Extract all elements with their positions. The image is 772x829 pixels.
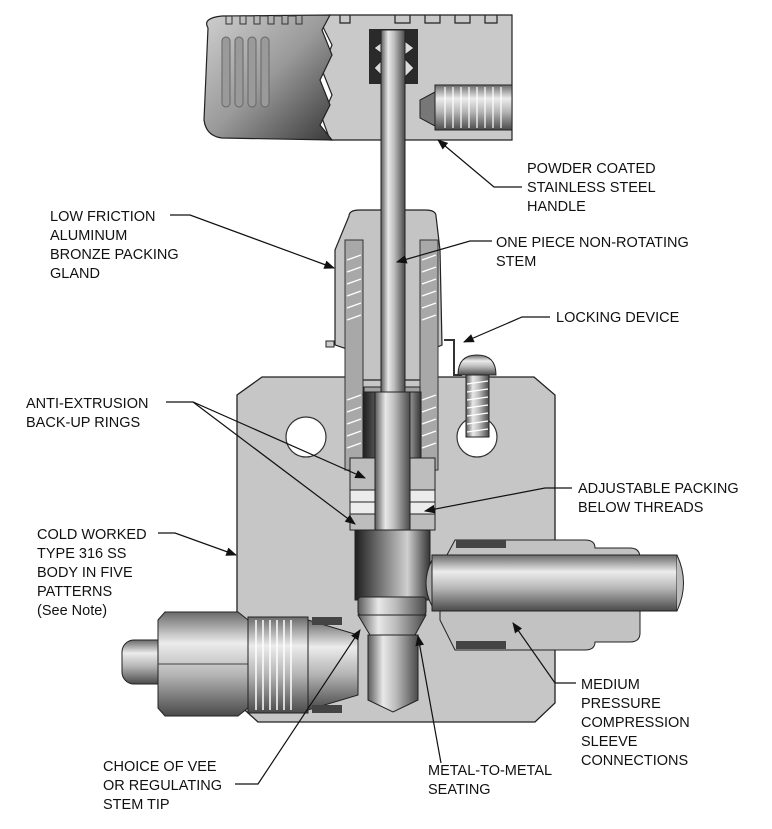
tube-right (431, 554, 678, 612)
callout-connections-line2: PRESSURE (581, 696, 661, 712)
callout-seating-line2: SEATING (428, 782, 491, 798)
callout-packing-gland-line4: GLAND (50, 266, 100, 282)
callout-locking-device-line1: LOCKING DEVICE (556, 310, 680, 326)
lower-bore (354, 529, 431, 601)
callout-stem-tip-line2: OR REGULATING (103, 778, 222, 794)
leader-packing-gland (170, 214, 336, 269)
callout-backup-rings-line1: ANTI-EXTRUSION (26, 396, 148, 412)
backup-ring-right-lower (409, 501, 436, 515)
leader-adjustable-packing (423, 487, 572, 514)
callout-body-line2: TYPE 316 SS (37, 546, 126, 562)
leader-lines (158, 139, 576, 785)
right-sleeve-dark-top (456, 540, 506, 548)
tube-right-nose (425, 559, 433, 607)
left-gland-threads (255, 620, 292, 710)
callout-stem: ONE PIECE NON-ROTATING STEM (496, 235, 689, 270)
stem-collar (357, 596, 427, 616)
handle (203, 14, 513, 141)
handle-set-screw-tip (419, 91, 436, 127)
callout-connections: MEDIUM PRESSURE COMPRESSION SLEEVE CONNE… (581, 677, 690, 769)
leader-backup-ring-2 (192, 401, 356, 525)
left-sleeve-dark (312, 617, 342, 625)
callout-body-line5: (See Note) (37, 603, 107, 619)
left-gland-cone (307, 619, 359, 711)
handle-set-screw-threads (444, 87, 502, 128)
locking-screw-threads (466, 380, 489, 433)
stem-vee-tip (357, 614, 427, 636)
leader-handle (437, 139, 522, 188)
callout-connections-line3: COMPRESSION (581, 715, 690, 731)
callout-seating: METAL-TO-METAL SEATING (428, 763, 552, 798)
callout-handle-line3: HANDLE (527, 199, 586, 215)
left-gland-threaded (247, 616, 309, 714)
callout-adjustable-packing: ADJUSTABLE PACKING BELOW THREADS (578, 481, 739, 516)
callout-handle-line1: POWDER COATED (527, 161, 656, 177)
leader-body (158, 532, 238, 556)
callout-body-line1: COLD WORKED (37, 527, 147, 543)
handle-top-teeth-right (339, 15, 498, 24)
leader-seating (415, 634, 442, 764)
callout-adjustable-packing-line2: BELOW THREADS (578, 500, 703, 516)
backup-ring-right-upper (409, 489, 436, 503)
callout-seating-line1: METAL-TO-METAL (428, 763, 552, 779)
callout-stem-tip-line1: CHOICE OF VEE (103, 759, 217, 775)
callout-body: COLD WORKED TYPE 316 SS BODY IN FIVE PAT… (37, 527, 147, 619)
callout-backup-rings-line2: BACK-UP RINGS (26, 415, 140, 431)
callout-adjustable-packing-line1: ADJUSTABLE PACKING (578, 481, 739, 497)
callout-backup-rings: ANTI-EXTRUSION BACK-UP RINGS (26, 396, 148, 431)
callout-packing-gland: LOW FRICTION ALUMINUM BRONZE PACKING GLA… (50, 209, 179, 282)
leader-stem (395, 240, 492, 264)
leader-connections (512, 622, 576, 684)
callout-handle: POWDER COATED STAINLESS STEEL HANDLE (527, 161, 656, 215)
tube-right-end (676, 554, 684, 612)
backup-ring-left-lower (349, 501, 376, 515)
callout-packing-gland-line2: ALUMINUM (50, 228, 127, 244)
callout-body-line3: BODY IN FIVE (37, 565, 133, 581)
callout-stem-line1: ONE PIECE NON-ROTATING (496, 235, 689, 251)
callout-body-line4: PATTERNS (37, 584, 112, 600)
handle-top-teeth (225, 15, 303, 25)
handle-grip-ridges (221, 36, 270, 108)
bonnet-threads (346, 254, 437, 449)
callout-stem-line2: STEM (496, 254, 536, 270)
right-sleeve-dark-bottom (456, 641, 506, 649)
leader-stem-tip (235, 629, 361, 785)
leader-locking-device (463, 316, 550, 343)
callout-connections-line4: SLEEVE (581, 734, 638, 750)
callout-packing-gland-line3: BRONZE PACKING (50, 247, 179, 263)
mounting-hole-left (285, 416, 327, 458)
lock-tab (325, 340, 335, 348)
callout-locking-device: LOCKING DEVICE (556, 310, 680, 326)
handle-set-screw (434, 84, 513, 131)
backup-ring-left-upper (349, 489, 376, 503)
callout-stem-tip: CHOICE OF VEE OR REGULATING STEM TIP (103, 759, 222, 813)
callout-packing-gland-line1: LOW FRICTION (50, 209, 156, 225)
callout-handle-line2: STAINLESS STEEL (527, 180, 656, 196)
callout-stem-tip-line3: STEM TIP (103, 797, 170, 813)
left-sleeve-dark-bottom (312, 705, 342, 713)
locking-screw-head (457, 354, 497, 376)
outlet-port (367, 634, 419, 713)
callout-connections-line5: CONNECTIONS (581, 753, 688, 769)
callout-connections-line1: MEDIUM (581, 677, 640, 693)
